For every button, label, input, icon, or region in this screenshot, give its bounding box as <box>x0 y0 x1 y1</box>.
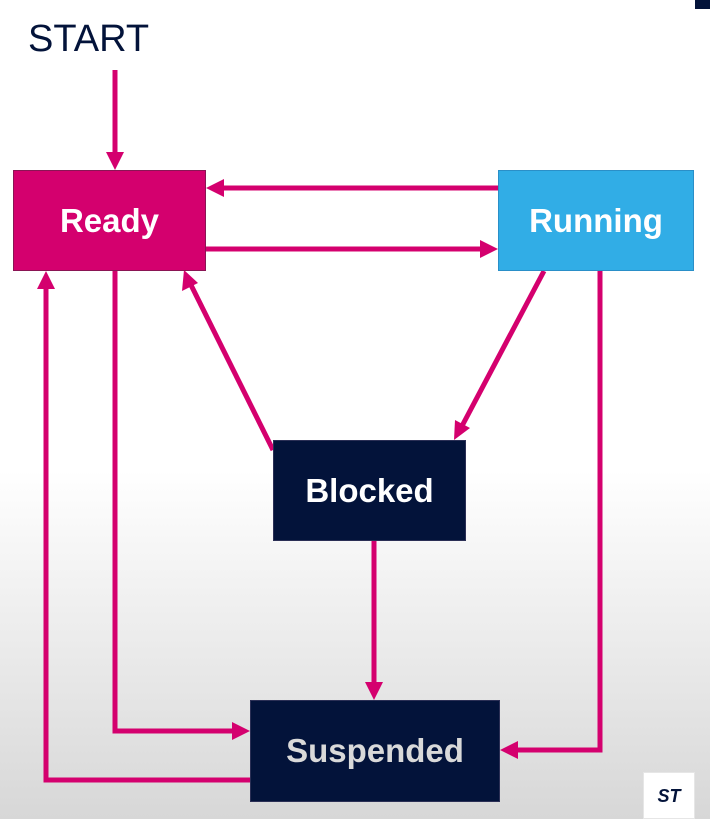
arrow-running-to-ready <box>206 179 498 197</box>
state-ready: Ready <box>13 170 206 271</box>
arrow-blocked-to-suspended <box>365 541 383 700</box>
state-suspended: Suspended <box>250 700 500 802</box>
state-ready-label: Ready <box>59 201 160 239</box>
arrow-blocked-to-ready <box>182 270 276 452</box>
arrow-ready-to-running <box>206 240 498 258</box>
start-label: START <box>28 18 150 60</box>
arrow-suspended-to-ready <box>37 271 250 783</box>
arrow-start-to-ready <box>106 70 124 170</box>
arrow-running-to-blocked <box>454 269 547 440</box>
svg-text:ST: ST <box>657 786 682 806</box>
st-logo: ST <box>643 772 695 819</box>
state-blocked: Blocked <box>273 440 466 541</box>
arrow-running-to-suspended <box>500 271 603 759</box>
state-running-label: Running <box>529 201 663 239</box>
arrow-ready-to-suspended <box>112 271 250 740</box>
state-suspended-label: Suspended <box>286 732 464 769</box>
st-logo-icon: ST <box>657 786 682 806</box>
state-blocked-label: Blocked <box>305 471 434 509</box>
state-running: Running <box>498 170 694 271</box>
corner-marker <box>695 0 710 9</box>
